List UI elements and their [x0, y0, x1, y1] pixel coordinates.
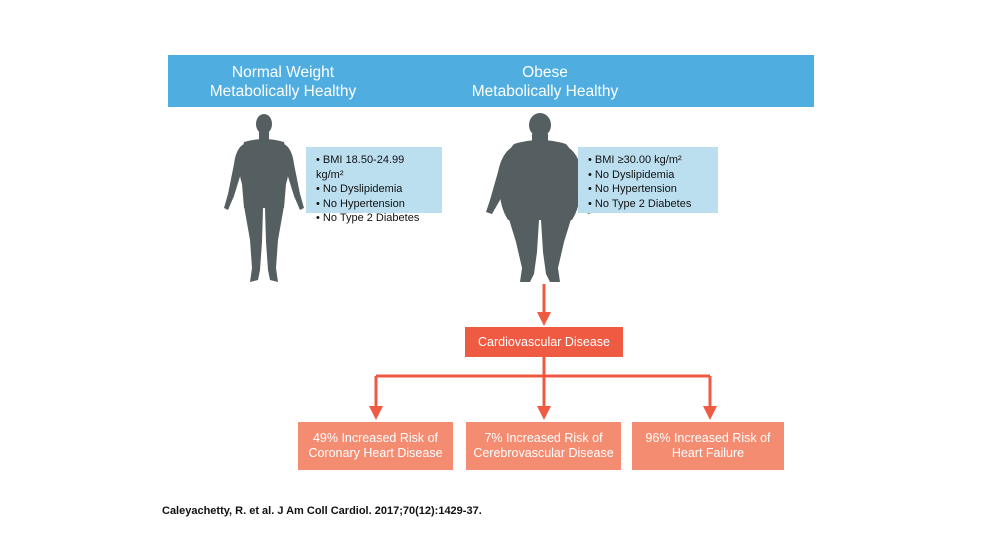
citation: Caleyachetty, R. et al. J Am Coll Cardio…: [162, 505, 482, 517]
cardiovascular-disease-box: Cardiovascular Disease: [465, 327, 623, 357]
normal-weight-title-line2: Metabolically Healthy: [209, 83, 357, 100]
outcome-line2: Heart Failure: [671, 446, 745, 460]
criteria-item: BMI ≥30.00 kg/m²: [588, 153, 710, 168]
obese-title-line2: Metabolically Healthy: [471, 83, 619, 100]
outcome-line1: 49% Increased Risk of: [312, 430, 439, 445]
normal-weight-title: Normal Weight Metabolically Healthy: [188, 63, 378, 101]
criteria-item: No Type 2 Diabetes: [316, 211, 434, 226]
arrowhead-icon: [537, 406, 551, 420]
outcome-box-heart-failure: 96% Increased Risk of Heart Failure: [632, 422, 784, 470]
criteria-item: No Dyslipidemia: [588, 168, 710, 183]
criteria-item: No Hypertension: [588, 182, 710, 197]
outcome-line1: 96% Increased Risk of: [645, 430, 771, 445]
normal-weight-criteria-box: BMI 18.50-24.99 kg/m² No Dyslipidemia No…: [306, 147, 442, 224]
criteria-item: No Dyslipidemia: [316, 182, 434, 197]
outcome-line2: Coronary Heart Disease: [308, 446, 443, 460]
obese-criteria-box: BMI ≥30.00 kg/m² No Dyslipidemia No Hype…: [578, 147, 718, 213]
outcome-line1: 7% Increased Risk of: [484, 430, 603, 445]
normal-weight-person-icon: [224, 114, 304, 282]
obese-title-line1: Obese: [522, 64, 568, 81]
criteria-item: No Type 2 Diabetes: [588, 197, 710, 212]
arrowhead-icon: [369, 406, 383, 420]
criteria-item: No Hypertension: [316, 197, 434, 212]
criteria-item: BMI 18.50-24.99 kg/m²: [316, 153, 434, 182]
arrowhead-icon: [703, 406, 717, 420]
arrowhead-icon: [537, 312, 551, 326]
obese-title: Obese Metabolically Healthy: [450, 63, 640, 101]
normal-weight-title-line1: Normal Weight: [231, 64, 335, 81]
outcome-box-coronary: 49% Increased Risk of Coronary Heart Dis…: [298, 422, 453, 470]
header-banner: Normal Weight Metabolically Healthy Obes…: [168, 55, 814, 107]
outcome-box-cerebrovascular: 7% Increased Risk of Cerebrovascular Dis…: [466, 422, 621, 470]
outcome-line2: Cerebrovascular Disease: [473, 446, 614, 460]
